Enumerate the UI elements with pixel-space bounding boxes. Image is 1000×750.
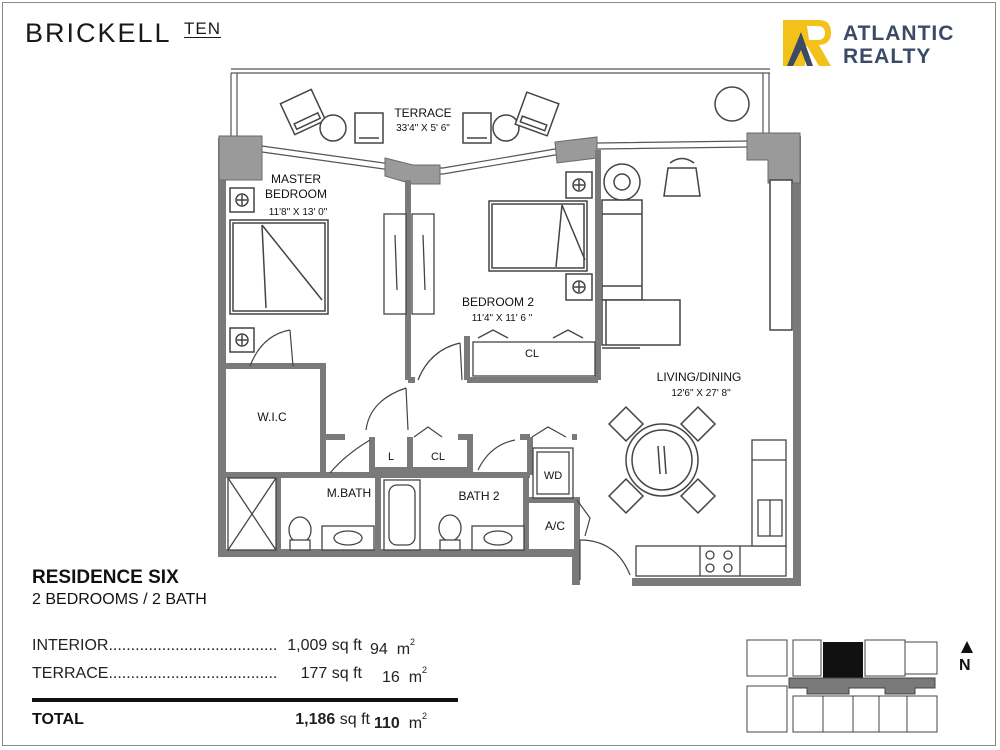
living-furniture — [601, 157, 793, 349]
total-sqft: 1,186 sq ft — [295, 711, 370, 728]
label-terrace-dims: 33'4" X 5' 6" — [396, 123, 450, 134]
structural-pillars — [218, 132, 801, 185]
interior-sqm: 94 m2 — [370, 637, 416, 658]
key-plan — [746, 639, 938, 733]
kitchen — [635, 439, 787, 577]
total-sqm: 110 m2 — [374, 711, 428, 732]
interior-label: INTERIOR................................… — [32, 637, 278, 654]
brand-suffix: TEN — [184, 19, 221, 38]
label-bedroom2-dims: 11'4" X 11' 6 " — [472, 313, 533, 324]
residence-subtitle: 2 BEDROOMS / 2 BATH — [32, 591, 207, 608]
label-ac: A/C — [545, 519, 565, 533]
label-cl-bedroom2: CL — [525, 348, 539, 360]
brand-name: BRICKELL — [25, 18, 172, 48]
wardrobes — [383, 213, 435, 315]
terrace-furniture — [279, 86, 750, 144]
master-bed — [229, 187, 329, 353]
label-master-2: BEDROOM — [265, 187, 327, 201]
total-rule — [32, 698, 458, 702]
label-living: LIVING/DINING — [657, 370, 742, 384]
label-wd: WD — [544, 470, 562, 482]
bedroom2-closet — [472, 329, 596, 377]
label-master-dims: 11'8" X 13' 0" — [269, 207, 328, 218]
label-living-dims: 12'6" X 27' 8" — [671, 388, 731, 399]
bedroom2-bed — [488, 171, 593, 301]
interior-sqft: 1,009 sq ft — [287, 637, 362, 654]
north-label: N — [959, 657, 971, 674]
exterior-walls — [218, 136, 801, 586]
label-linen: L — [388, 451, 394, 463]
bathroom-fixtures — [227, 447, 574, 551]
residence-title: RESIDENCE SIX — [32, 567, 179, 588]
logo-text-line1: ATLANTIC — [843, 22, 955, 45]
atlantic-realty-logo-icon — [783, 20, 831, 66]
total-label: TOTAL — [32, 711, 84, 728]
label-terrace: TERRACE — [394, 106, 451, 120]
north-arrow-icon — [961, 641, 973, 653]
label-mbath: M.BATH — [327, 486, 371, 500]
logo-text-line2: REALTY — [843, 45, 932, 68]
doors — [249, 329, 631, 580]
interior-walls — [226, 150, 601, 553]
label-cl-hall: CL — [431, 451, 445, 463]
terrace-sqm: 16 m2 — [382, 665, 428, 686]
terrace-sqft: 177 sq ft — [300, 665, 362, 682]
room-labels: TERRACE 33'4" X 5' 6" MASTER BEDROOM 11'… — [257, 106, 741, 533]
highlighted-unit — [823, 642, 863, 678]
label-wic: W.I.C — [257, 410, 287, 424]
label-bedroom2: BEDROOM 2 — [462, 295, 534, 309]
terrace-label: TERRACE.................................… — [32, 665, 278, 682]
terrace-railing — [230, 68, 770, 138]
label-master-1: MASTER — [271, 172, 321, 186]
dining-table — [607, 405, 717, 515]
label-bath2: BATH 2 — [458, 489, 499, 503]
